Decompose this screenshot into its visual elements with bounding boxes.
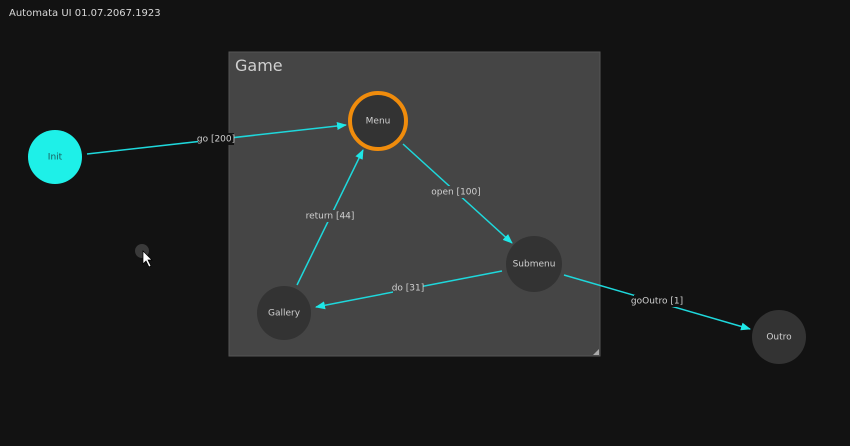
app-title: Automata UI 01.07.2067.1923 [9,8,161,19]
node-menu[interactable]: Menu [348,91,408,151]
svg-text:Gallery: Gallery [268,309,301,319]
svg-text:Init: Init [48,153,63,163]
svg-text:Menu: Menu [366,117,391,127]
node-submenu[interactable]: Submenu [506,236,562,292]
edge-label-go: go [200] [197,135,235,145]
mouse-cursor-icon [142,250,153,268]
group-title: Game [235,56,283,75]
edge-label-return: return [44] [306,212,355,222]
svg-text:Submenu: Submenu [513,260,556,270]
node-gallery[interactable]: Gallery [257,286,311,340]
resize-handle[interactable] [593,349,599,355]
edge-label-do: do [31] [392,284,425,294]
edge-label-goOutro: goOutro [1] [631,297,683,307]
svg-text:Outro: Outro [766,333,792,343]
node-outro[interactable]: Outro [752,310,806,364]
edge-label-open: open [100] [431,188,481,198]
node-init[interactable]: Init [28,130,82,184]
